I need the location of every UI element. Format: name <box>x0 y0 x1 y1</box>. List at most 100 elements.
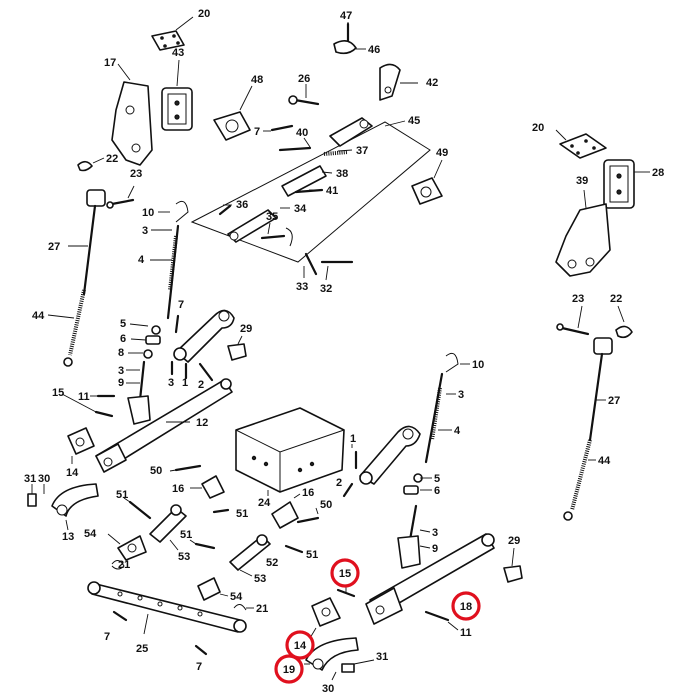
part-27-lift-rod <box>63 189 106 367</box>
highlight-ring-15 <box>330 558 360 588</box>
part-50-bolt-left <box>169 464 202 472</box>
label-7-upper: 7 <box>254 126 260 138</box>
label-20-top: 20 <box>198 8 210 20</box>
label-27-left: 27 <box>48 241 60 253</box>
label-49: 49 <box>436 147 448 159</box>
label-9-left: 9 <box>118 377 124 389</box>
part-11-bolt-right <box>424 610 459 631</box>
part-37-nut <box>323 149 353 156</box>
part-9-lift-link-left <box>126 360 151 425</box>
part-23-pin-right <box>556 305 590 336</box>
part-18-lower-link-right <box>365 533 495 625</box>
label-22-right: 22 <box>610 293 622 305</box>
label-29-right: 29 <box>508 535 520 547</box>
label-16-left: 16 <box>172 483 184 495</box>
label-3-upper: 3 <box>142 225 148 237</box>
label-45: 45 <box>408 115 420 127</box>
label-54-center: 54 <box>230 591 243 603</box>
label-8: 8 <box>118 347 124 359</box>
label-3-right-lower: 3 <box>432 527 438 539</box>
label-53-center: 53 <box>254 573 266 585</box>
part-5-6-8-fittings <box>128 323 161 359</box>
label-30-left: 30 <box>38 473 50 485</box>
part-28-bracket-right <box>603 159 650 209</box>
label-10-right: 10 <box>472 359 484 371</box>
label-35: 35 <box>266 211 278 223</box>
part-32-pin <box>320 260 354 281</box>
label-46: 46 <box>368 44 380 56</box>
label-3-mid: 3 <box>168 377 174 389</box>
label-3-right-upper: 3 <box>458 389 464 401</box>
part-4-lift-rod-left <box>150 224 180 320</box>
part-9-lift-link-right <box>397 504 431 569</box>
part-21-clip-center <box>233 604 254 611</box>
label-25: 25 <box>136 643 148 655</box>
label-16-right: 16 <box>302 487 314 499</box>
part-14-swivel-right <box>309 597 341 639</box>
part-46-link <box>333 40 366 55</box>
part-53-chain-left <box>149 504 187 551</box>
label-12: 12 <box>196 417 208 429</box>
label-31-right: 31 <box>376 651 388 663</box>
highlight-label-19: 19 <box>283 664 295 676</box>
highlight-19: 19 <box>274 654 304 684</box>
highlight-ring-18 <box>451 591 481 621</box>
part-21-clip-left <box>111 560 125 570</box>
label-3-left: 3 <box>118 365 124 377</box>
part-12-lower-link-left <box>95 378 233 473</box>
label-44-right: 44 <box>598 455 611 467</box>
part-7-bolt-mid <box>174 314 180 334</box>
label-11-left: 11 <box>78 391 90 403</box>
label-21-left: 21 <box>118 559 130 571</box>
highlight-label-15: 15 <box>339 568 351 580</box>
part-54-clevis-left <box>107 533 147 561</box>
label-27-right: 27 <box>608 395 620 407</box>
part-41-bolt <box>294 188 324 194</box>
part-51-bolt-b <box>212 508 230 514</box>
label-23-right: 23 <box>572 293 584 305</box>
highlight-label-18: 18 <box>460 601 472 613</box>
highlight-ring-14 <box>285 630 315 660</box>
highlight-ring-19 <box>274 654 304 684</box>
part-1-2-3-pins-right <box>342 444 358 498</box>
part-10-pin-right <box>445 352 470 373</box>
label-24: 24 <box>258 497 271 509</box>
part-14-swivel-left <box>67 427 95 464</box>
label-10-left: 10 <box>142 207 154 219</box>
part-34-link-end <box>227 207 290 243</box>
part-29-pin-left <box>227 335 247 361</box>
part-35-pin <box>260 222 293 247</box>
label-20-right: 20 <box>532 122 544 134</box>
label-7-lower-left: 7 <box>104 631 110 643</box>
label-43: 43 <box>172 47 184 59</box>
label-7-mid: 7 <box>178 299 184 311</box>
part-22-clip <box>77 157 105 172</box>
label-50-left: 50 <box>150 465 162 477</box>
part-16-block-left <box>190 475 225 499</box>
part-42-arm <box>379 63 418 101</box>
highlight-18: 18 <box>451 591 481 621</box>
part-19-ball-end-right <box>304 637 359 671</box>
part-39-lift-bracket-right <box>555 189 611 277</box>
part-7-bolts-lower <box>112 610 208 656</box>
label-51-a: 51 <box>116 489 128 501</box>
label-4-right: 4 <box>454 425 461 437</box>
label-51-c: 51 <box>180 529 192 541</box>
highlight-label-14: 14 <box>294 640 307 652</box>
part-51-bolt-a <box>123 497 152 520</box>
part-26-pin <box>288 84 320 106</box>
highlighted-callouts: 15 18 14 19 <box>274 558 481 684</box>
label-40: 40 <box>296 127 308 139</box>
label-29-left: 29 <box>240 323 252 335</box>
part-15-pin-left <box>61 393 114 418</box>
part-54-clevis-center <box>197 577 229 601</box>
label-26: 26 <box>298 73 310 85</box>
part-24-drawbar-bracket <box>235 407 345 496</box>
label-13: 13 <box>62 531 74 543</box>
part-20-plate <box>151 16 194 51</box>
highlight-15: 15 <box>330 558 360 588</box>
label-48: 48 <box>251 74 263 86</box>
label-31-left: 31 <box>24 473 36 485</box>
label-7-lower-center: 7 <box>196 661 202 673</box>
